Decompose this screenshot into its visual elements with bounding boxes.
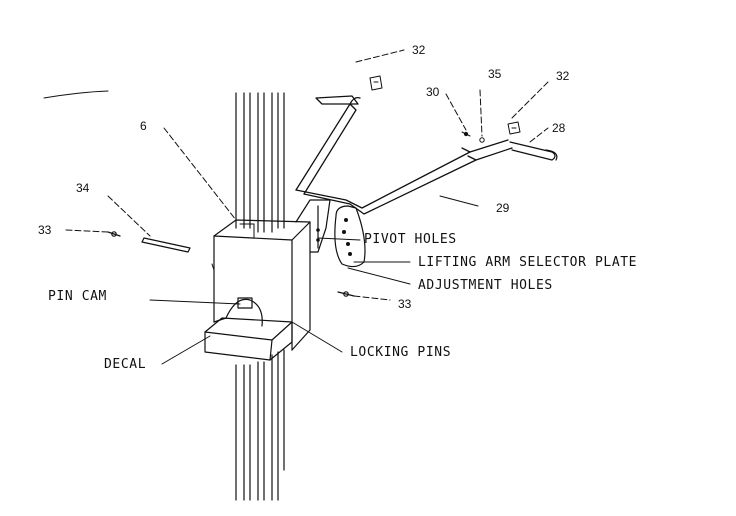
leader-33-right — [353, 295, 391, 301]
rod-34 — [141, 237, 191, 253]
leader-decal — [161, 335, 211, 365]
column-upper — [235, 92, 285, 233]
leader-28 — [529, 127, 549, 143]
label-pivot-holes: PIVOT HOLES — [364, 232, 457, 247]
callout-33-right: 33 — [398, 297, 412, 311]
column-lower — [235, 349, 285, 501]
callout-30: 30 — [426, 85, 440, 99]
leader-30 — [445, 93, 467, 131]
leader-32-top — [355, 49, 405, 63]
scan-mark — [43, 90, 109, 99]
arm-brackets — [295, 199, 331, 253]
clip-32-right — [507, 121, 521, 135]
pin-30 — [461, 131, 471, 137]
callout-33-left: 33 — [38, 223, 52, 237]
label-decal: DECAL — [104, 357, 147, 372]
leader-pivot-holes — [317, 237, 361, 241]
label-adjustment-holes: ADJUSTMENT HOLES — [418, 278, 553, 293]
leader-32-right — [511, 81, 549, 119]
leader-34 — [107, 195, 151, 237]
lifting-arm-29 — [295, 95, 513, 215]
label-locking-pins: LOCKING PINS — [350, 345, 452, 360]
clip-32-top — [369, 75, 383, 91]
leader-adjustment-holes — [347, 267, 411, 285]
callout-28: 28 — [552, 121, 566, 135]
pin-35 — [479, 137, 485, 143]
leader-6 — [163, 127, 237, 221]
callout-34: 34 — [76, 181, 90, 195]
callout-29: 29 — [496, 201, 510, 215]
leader-33-left — [65, 229, 109, 233]
handle-28 — [509, 141, 558, 161]
leader-pin-cam — [149, 299, 241, 305]
leader-lines — [65, 49, 549, 301]
leader-lines-solid — [149, 195, 479, 365]
pin-33-left — [107, 231, 121, 237]
label-selector-plate: LIFTING ARM SELECTOR PLATE — [418, 255, 638, 270]
leader-locking-pins — [291, 321, 343, 353]
callout-32-right: 32 — [556, 69, 570, 83]
callout-6: 6 — [140, 119, 147, 133]
pin-cam-block — [204, 297, 293, 361]
leader-35 — [479, 89, 483, 137]
leader-29 — [439, 195, 479, 207]
selector-plate — [334, 205, 366, 268]
callout-35: 35 — [488, 67, 502, 81]
callout-32-top: 32 — [412, 43, 426, 57]
label-pin-cam: PIN CAM — [48, 289, 107, 304]
carriage-box — [213, 219, 311, 351]
pin-33-right — [337, 291, 355, 297]
